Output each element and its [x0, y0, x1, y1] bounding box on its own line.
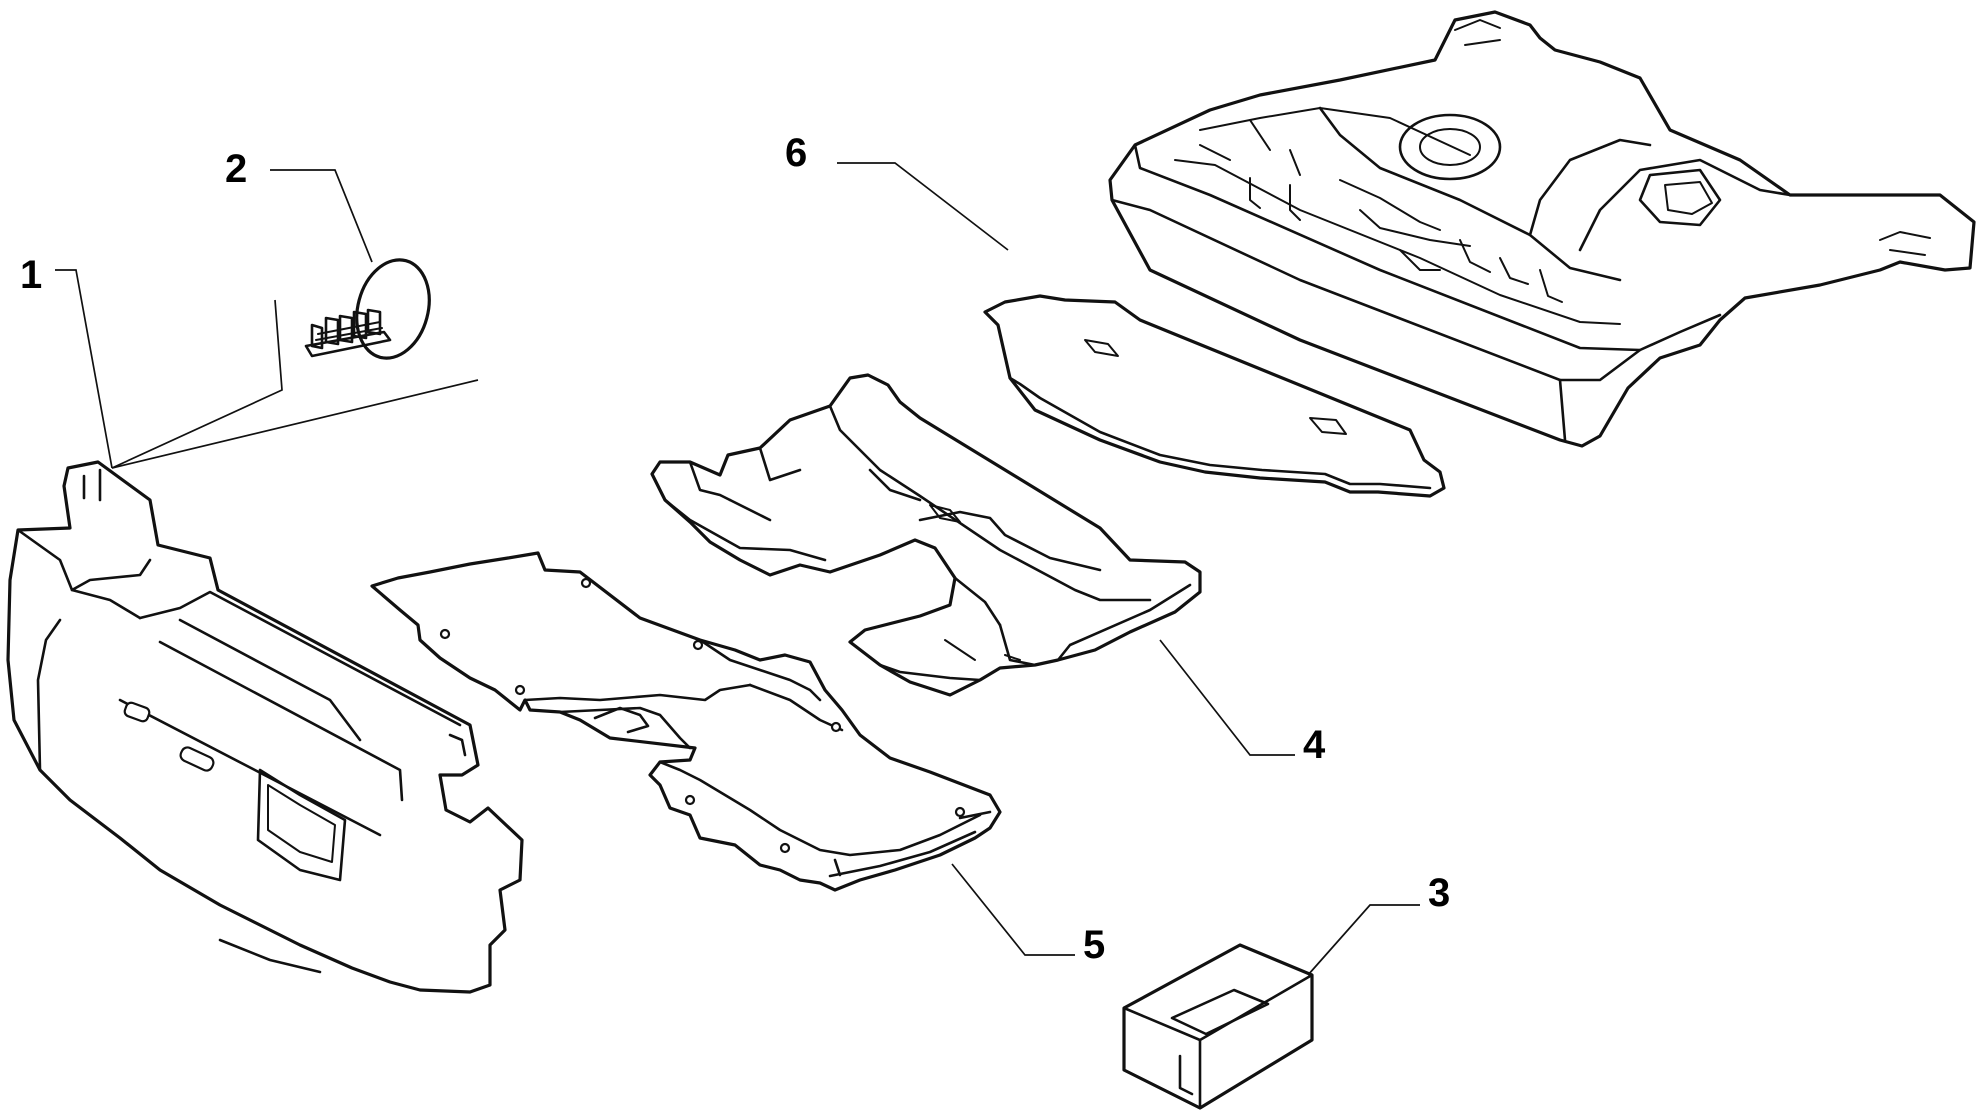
- leader-line-5: [951, 863, 1075, 956]
- leader-line-1: [55, 269, 113, 469]
- callout-6: 6: [785, 131, 807, 175]
- leader-line-6: [837, 162, 1009, 251]
- callout-5: 5: [1083, 923, 1105, 967]
- part-4-rear-floor-carpet[interactable]: [650, 373, 1202, 697]
- part-6-rear-seat-pad[interactable]: [983, 294, 1446, 498]
- callout-labels: 1 2 3 4 5 6: [20, 131, 1450, 967]
- part-3-foam-block[interactable]: [1122, 943, 1314, 1110]
- part-2-fastener-clip[interactable]: [304, 252, 440, 367]
- part-1-front-insulation[interactable]: [6, 460, 524, 994]
- leader-line-3: [1307, 904, 1420, 976]
- leader-lines: [55, 162, 1420, 976]
- callout-2: 2: [225, 147, 247, 191]
- callout-4: 4: [1303, 723, 1326, 767]
- callout-1: 1: [20, 253, 42, 297]
- rear-floor-pan[interactable]: [1108, 10, 1976, 448]
- part-5-front-floor-mat[interactable]: [370, 551, 1002, 892]
- leader-line-1-clip: [111, 299, 283, 469]
- callout-3: 3: [1428, 871, 1450, 915]
- leader-line-4: [1159, 639, 1295, 756]
- leader-line-2: [270, 169, 373, 263]
- leader-line-1-pad: [111, 379, 479, 469]
